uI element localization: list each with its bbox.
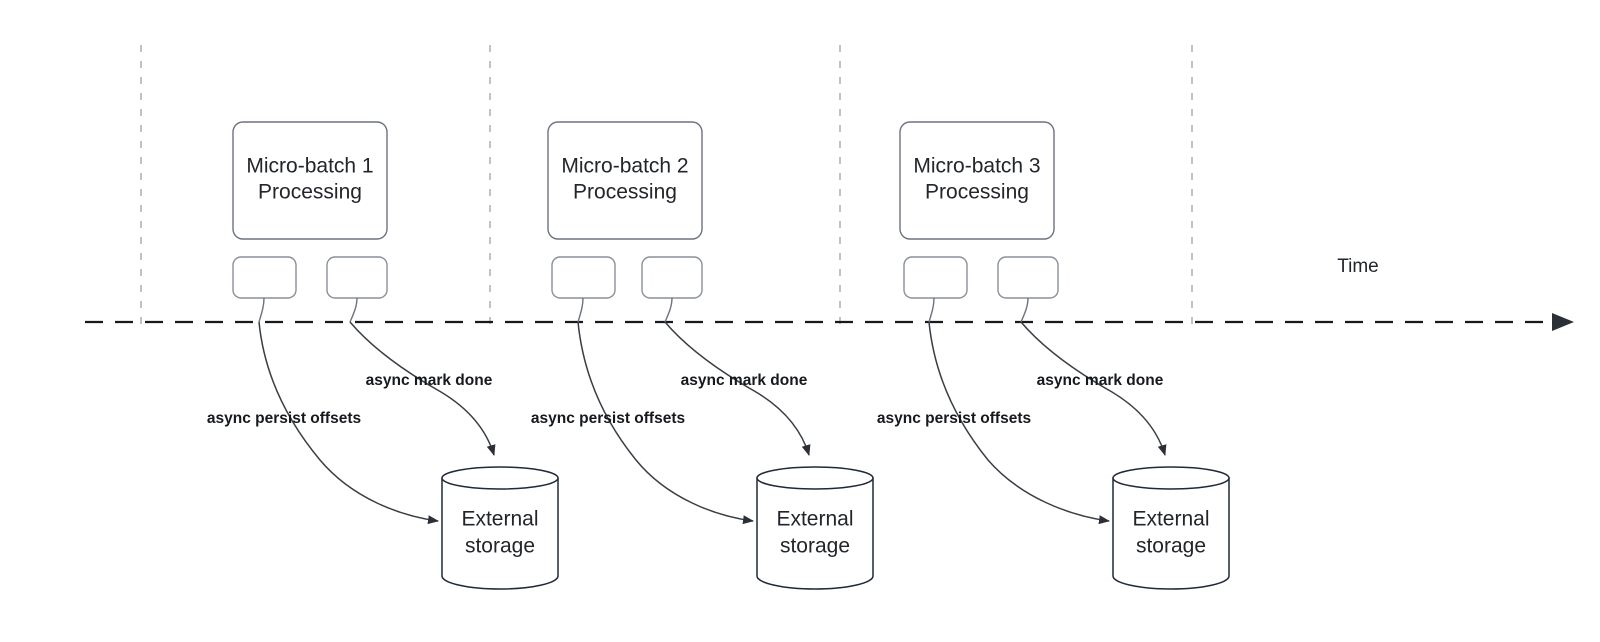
batch-1-async-persist-offsets-label: async persist offsets [207, 410, 361, 427]
batch-group-3: Micro-batch 3 Processing async persist o… [877, 121, 1230, 590]
time-axis: Time [85, 256, 1574, 331]
batch-2-task-box-mark[interactable] [641, 256, 703, 299]
batch-3-async-mark-done-edge [1020, 321, 1167, 456]
batch-1-async-persist-offsets-edge [258, 321, 439, 525]
batch-2-storage-label-line1: External [776, 508, 853, 531]
micro-batch-3-box[interactable] [899, 121, 1055, 240]
batch-3-persist-stub [928, 297, 935, 323]
batch-3-mark-stub [1020, 297, 1029, 323]
batch-2-task-box-persist[interactable] [551, 256, 616, 299]
micro-batch-2-box[interactable] [547, 121, 703, 240]
micro-batch-1-label-line1: Micro-batch 1 [246, 155, 373, 178]
batch-1-persist-stub [258, 297, 265, 323]
batch-1-external-storage-cylinder[interactable] [441, 466, 559, 590]
batch-2-mark-stub [664, 297, 673, 323]
batch-3-async-persist-offsets-label: async persist offsets [877, 410, 1031, 427]
time-axis-arrowhead [1552, 313, 1574, 331]
batch-1-async-mark-done-edge [349, 321, 496, 456]
time-axis-label: Time [1337, 256, 1379, 277]
batch-group-1: Micro-batch 1 Processing async persist o… [207, 121, 559, 590]
batch-2-async-mark-done-edge [664, 321, 811, 456]
batch-2-async-persist-offsets-edge [577, 321, 754, 525]
batch-1-task-box-persist[interactable] [232, 256, 297, 299]
batch-1-storage-label-line2: storage [465, 535, 535, 558]
batch-2-persist-stub [577, 297, 584, 323]
micro-batch-2-label-line2: Processing [573, 181, 677, 204]
batch-3-task-box-mark[interactable] [997, 256, 1059, 299]
batch-3-storage-label-line2: storage [1136, 535, 1206, 558]
micro-batch-3-label-line1: Micro-batch 3 [913, 155, 1040, 178]
batch-3-storage-label-line1: External [1132, 508, 1209, 531]
batch-3-external-storage-cylinder[interactable] [1112, 466, 1230, 590]
batch-2-external-storage-cylinder[interactable] [756, 466, 874, 590]
batch-3-async-mark-done-label: async mark done [1037, 372, 1164, 389]
batch-2-async-persist-offsets-label: async persist offsets [531, 410, 685, 427]
batch-1-task-box-mark[interactable] [326, 256, 388, 299]
batch-2-storage-label-line2: storage [780, 535, 850, 558]
batch-3-async-persist-offsets-edge [928, 321, 1110, 525]
batch-1-mark-stub [349, 297, 358, 323]
batch-1-async-mark-done-label: async mark done [366, 372, 493, 389]
batch-3-task-box-persist[interactable] [903, 256, 968, 299]
micro-batch-1-box[interactable] [232, 121, 388, 240]
batch-2-async-mark-done-label: async mark done [681, 372, 808, 389]
batch-group-2: Micro-batch 2 Processing async persist o… [531, 121, 874, 590]
micro-batch-1-label-line2: Processing [258, 181, 362, 204]
micro-batch-3-label-line2: Processing [925, 181, 1029, 204]
batch-1-storage-label-line1: External [461, 508, 538, 531]
micro-batch-2-label-line1: Micro-batch 2 [561, 155, 688, 178]
